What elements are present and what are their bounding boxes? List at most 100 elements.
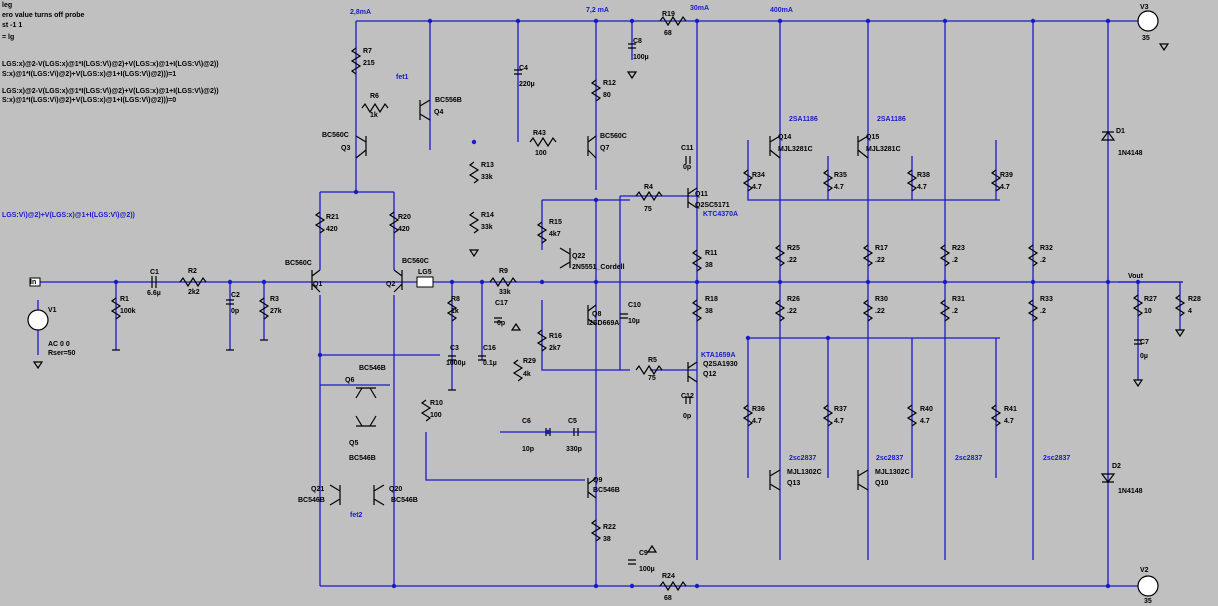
component-label[interactable]: C6 bbox=[522, 418, 531, 425]
component-label[interactable]: C2 bbox=[231, 292, 240, 299]
component-label[interactable]: C17 bbox=[495, 300, 508, 307]
component-label[interactable]: Q6 bbox=[345, 377, 354, 384]
component-label[interactable]: Q13 bbox=[787, 480, 800, 487]
component-label[interactable]: C16 bbox=[483, 345, 496, 352]
component-label[interactable]: R38 bbox=[917, 172, 930, 179]
component-value: Rser=50 bbox=[48, 350, 76, 357]
component-label[interactable]: R27 bbox=[1144, 296, 1157, 303]
component-label[interactable]: R22 bbox=[603, 524, 616, 531]
component-label[interactable]: R5 bbox=[648, 357, 657, 364]
component-value: 215 bbox=[363, 60, 375, 67]
transistor-labels: Q1 BC560C Q2 BC560C Q3 BC560C Q4 BC556B … bbox=[285, 97, 1070, 504]
component-label[interactable]: Q15 bbox=[866, 134, 879, 141]
component-value: 100 bbox=[535, 150, 547, 157]
component-label[interactable]: R29 bbox=[523, 358, 536, 365]
component-value: 0p bbox=[683, 413, 691, 420]
component-value: 33k bbox=[499, 289, 511, 296]
component-label[interactable]: R36 bbox=[752, 406, 765, 413]
component-label[interactable]: Q1 bbox=[313, 281, 322, 288]
component-label[interactable]: R19 bbox=[662, 11, 675, 18]
component-label[interactable]: R12 bbox=[603, 80, 616, 87]
component-label[interactable]: C1 bbox=[150, 269, 159, 276]
component-label[interactable]: C4 bbox=[519, 65, 528, 72]
component-label[interactable]: C5 bbox=[568, 418, 577, 425]
component-label[interactable]: R34 bbox=[752, 172, 765, 179]
component-value: BC546B bbox=[359, 365, 386, 372]
component-label[interactable]: Q14 bbox=[778, 134, 791, 141]
component-label[interactable]: R43 bbox=[533, 130, 546, 137]
input-port-label[interactable]: In bbox=[30, 279, 36, 286]
component-label[interactable]: R15 bbox=[549, 219, 562, 226]
component-value: 1k bbox=[370, 112, 378, 119]
component-label[interactable]: Q21 bbox=[311, 486, 324, 493]
directive-line: LGS:x)@2-V(LGS:x)@1*I(LGS:V\)@2)+V(LGS:x… bbox=[2, 61, 219, 68]
component-label[interactable]: LG5 bbox=[418, 269, 432, 276]
component-value: .22 bbox=[787, 257, 797, 264]
component-label[interactable]: C3 bbox=[450, 345, 459, 352]
component-model: 2SA1186 bbox=[877, 116, 906, 123]
component-label[interactable]: R32 bbox=[1040, 245, 1053, 252]
component-label[interactable]: Q2 bbox=[386, 281, 395, 288]
component-label[interactable]: Q12 bbox=[703, 371, 716, 378]
component-label[interactable]: R1 bbox=[120, 296, 129, 303]
component-label[interactable]: R28 bbox=[1188, 296, 1201, 303]
output-port-label[interactable]: Vout bbox=[1128, 273, 1144, 280]
component-label[interactable]: C11 bbox=[681, 145, 694, 152]
component-label[interactable]: R25 bbox=[787, 245, 800, 252]
component-value: BC560C bbox=[402, 258, 429, 265]
component-label[interactable]: V1 bbox=[48, 307, 57, 314]
component-label[interactable]: R4 bbox=[644, 184, 653, 191]
component-label[interactable]: R9 bbox=[499, 268, 508, 275]
component-label[interactable]: V3 bbox=[1140, 4, 1149, 11]
component-label[interactable]: Q22 bbox=[572, 253, 585, 260]
component-label[interactable]: R7 bbox=[363, 48, 372, 55]
component-label[interactable]: Q3 bbox=[341, 145, 350, 152]
component-label[interactable]: R26 bbox=[787, 296, 800, 303]
component-label[interactable]: R24 bbox=[662, 573, 675, 580]
component-label[interactable]: Q20 bbox=[389, 486, 402, 493]
component-label[interactable]: D2 bbox=[1112, 463, 1121, 470]
component-label[interactable]: C10 bbox=[628, 302, 641, 309]
component-value: .22 bbox=[875, 257, 885, 264]
component-label[interactable]: C8 bbox=[633, 38, 642, 45]
component-label[interactable]: R13 bbox=[481, 162, 494, 169]
component-label[interactable]: R21 bbox=[326, 214, 339, 221]
component-label[interactable]: Q8 bbox=[592, 311, 601, 318]
component-label[interactable]: R18 bbox=[705, 296, 718, 303]
component-label[interactable]: Q9 bbox=[593, 477, 602, 484]
component-label[interactable]: C9 bbox=[639, 550, 648, 557]
component-value: 33k bbox=[481, 174, 493, 181]
component-label[interactable]: D1 bbox=[1116, 128, 1125, 135]
component-label[interactable]: Q10 bbox=[875, 480, 888, 487]
component-label[interactable]: R11 bbox=[705, 250, 718, 257]
component-label[interactable]: R14 bbox=[481, 212, 494, 219]
component-label[interactable]: R30 bbox=[875, 296, 888, 303]
directive-line: ero value turns off probe bbox=[2, 12, 85, 19]
component-label[interactable]: R33 bbox=[1040, 296, 1053, 303]
component-label[interactable]: R3 bbox=[270, 296, 279, 303]
component-label[interactable]: R40 bbox=[920, 406, 933, 413]
component-label[interactable]: R17 bbox=[875, 245, 888, 252]
component-label[interactable]: R35 bbox=[834, 172, 847, 179]
component-label[interactable]: R41 bbox=[1004, 406, 1017, 413]
component-value: 4.7 bbox=[752, 418, 762, 425]
component-label[interactable]: R39 bbox=[1000, 172, 1013, 179]
component-label[interactable]: R23 bbox=[952, 245, 965, 252]
component-label[interactable]: R20 bbox=[398, 214, 411, 221]
component-label[interactable]: R8 bbox=[451, 296, 460, 303]
component-label[interactable]: Q7 bbox=[600, 145, 609, 152]
component-label[interactable]: C7 bbox=[1140, 339, 1149, 346]
component-label[interactable]: R6 bbox=[370, 93, 379, 100]
component-label[interactable]: R31 bbox=[952, 296, 965, 303]
component-label[interactable]: V2 bbox=[1140, 567, 1149, 574]
component-label[interactable]: C12 bbox=[681, 393, 694, 400]
component-label[interactable]: Q5 bbox=[349, 440, 358, 447]
component-label[interactable]: R10 bbox=[430, 400, 443, 407]
component-label[interactable]: Q11 bbox=[695, 191, 708, 198]
component-label[interactable]: R37 bbox=[834, 406, 847, 413]
component-label[interactable]: R2 bbox=[188, 268, 197, 275]
component-label[interactable]: Q4 bbox=[434, 109, 443, 116]
component-label[interactable]: R16 bbox=[549, 333, 562, 340]
